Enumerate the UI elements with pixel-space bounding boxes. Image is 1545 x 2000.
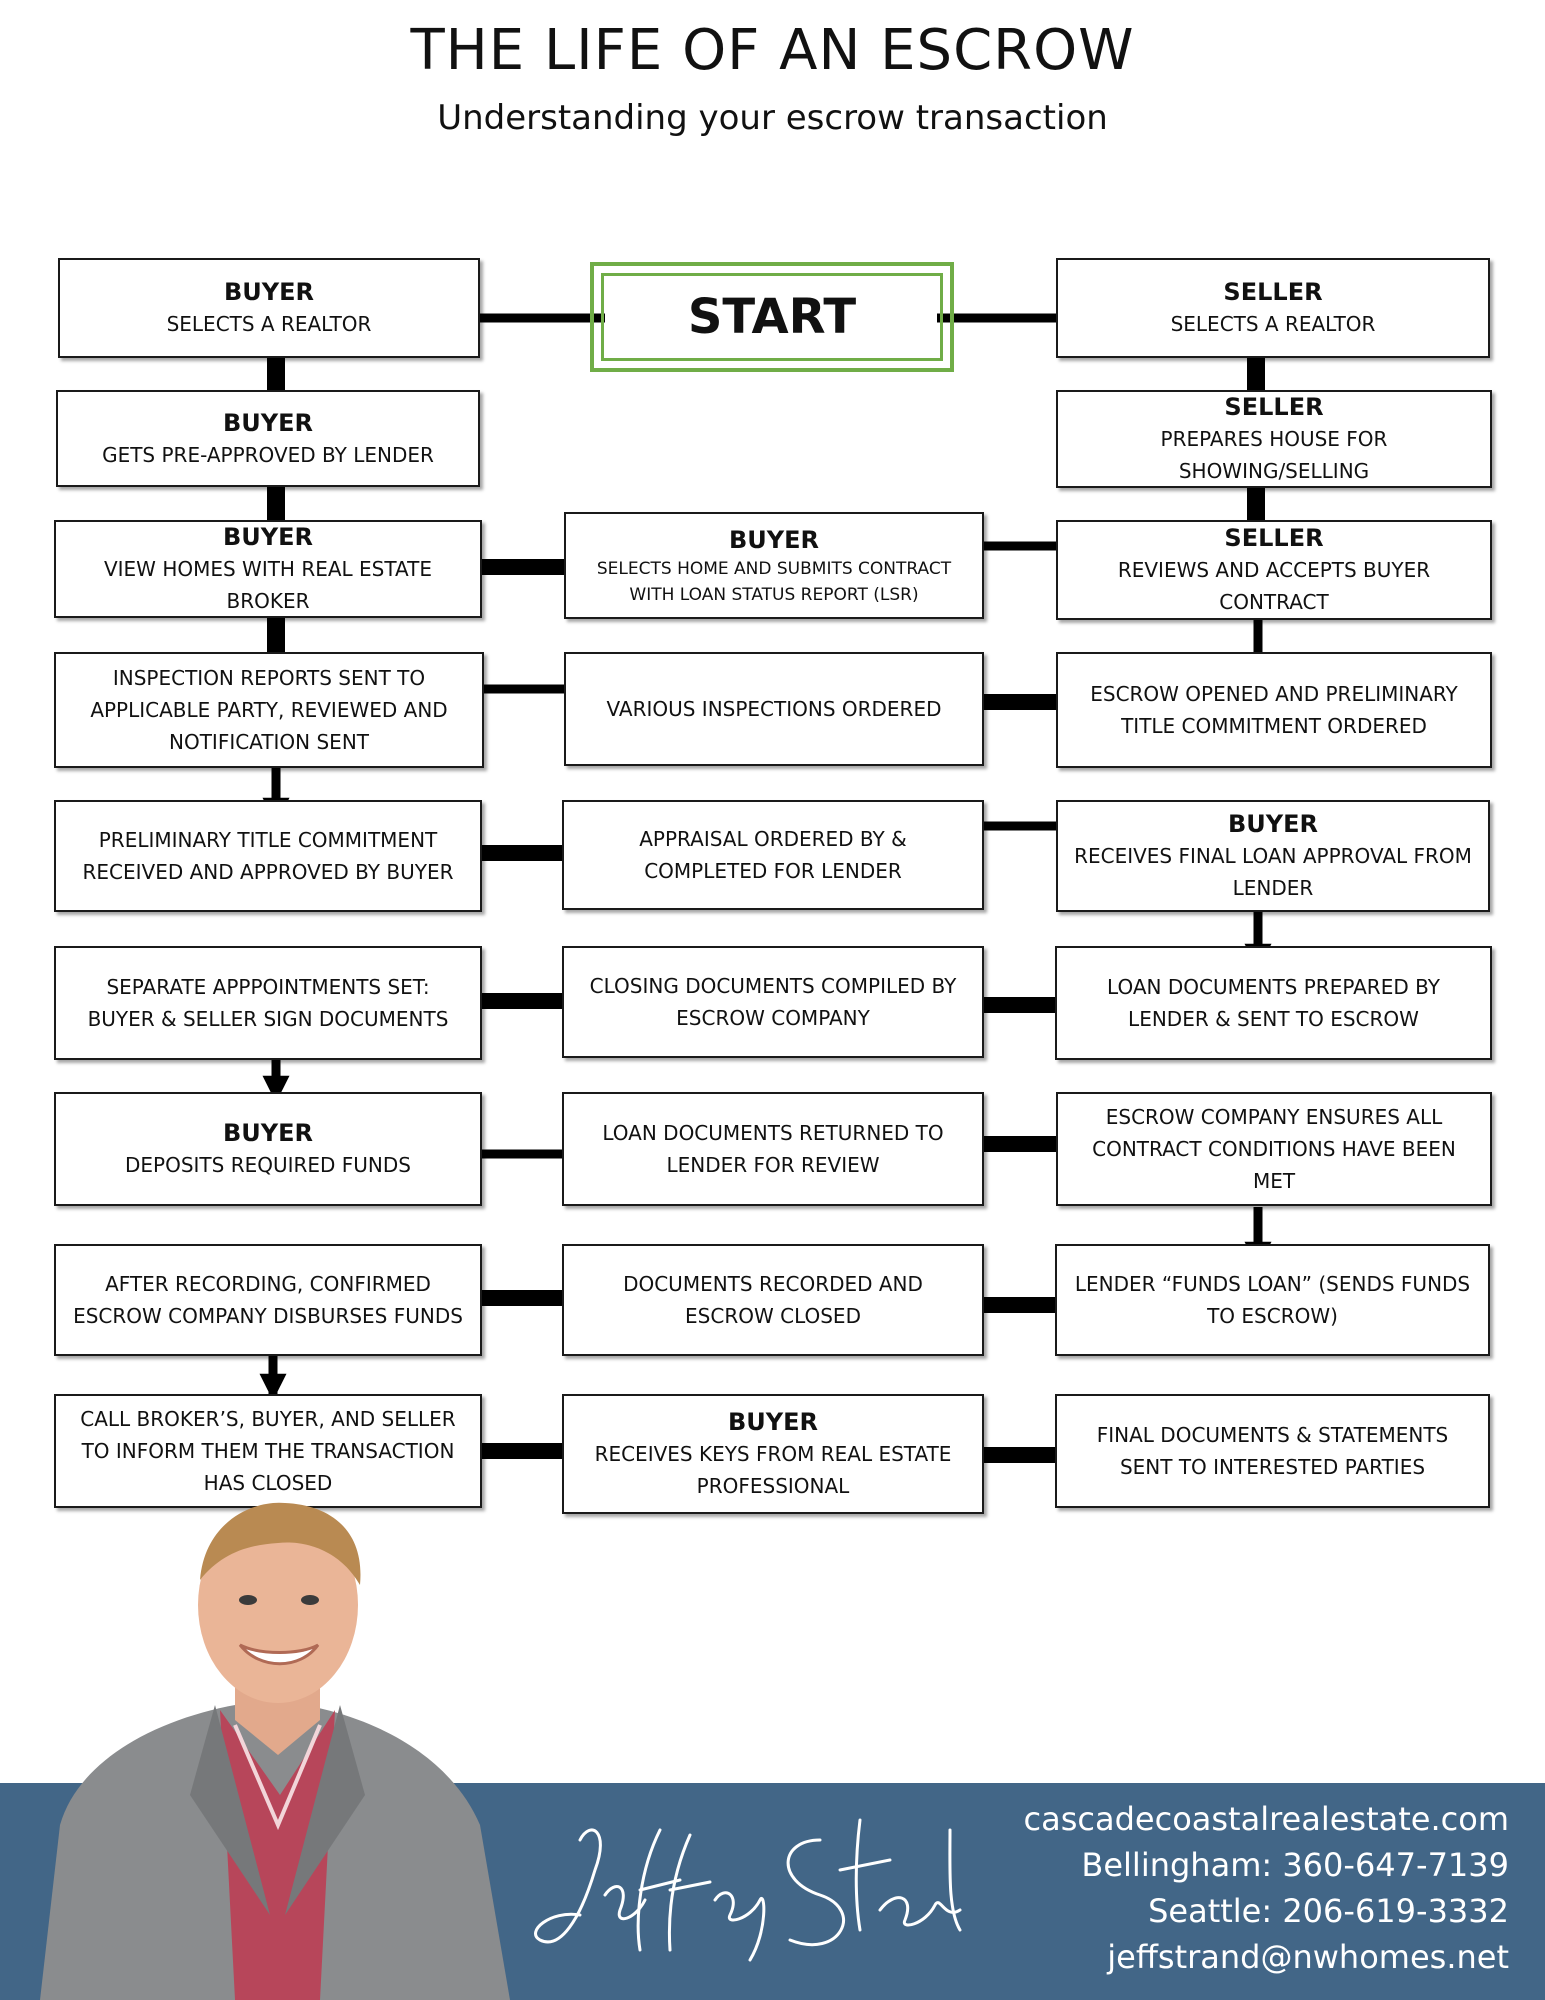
box-text: RECEIVES KEYS FROM REAL ESTATE PROFESSIO…: [594, 1442, 952, 1498]
connector: [267, 487, 285, 520]
connector: [267, 358, 285, 390]
buyer-deposits-box: BUYER DEPOSITS REQUIRED FUNDS: [54, 1092, 482, 1206]
final-documents-box: FINAL DOCUMENTS & STATEMENTS SENT TO INT…: [1055, 1394, 1490, 1508]
agent-portrait: [40, 1502, 510, 2000]
box-text: FINAL DOCUMENTS & STATEMENTS SENT TO INT…: [1096, 1423, 1449, 1479]
box-text: SELECTS A REALTOR: [1170, 312, 1376, 336]
escrow-opened-box: ESCROW OPENED AND PRELIMINARY TITLE COMM…: [1056, 652, 1492, 768]
funds-loan-box: LENDER “FUNDS LOAN” (SENDS FUNDS TO ESCR…: [1055, 1244, 1490, 1356]
box-heading: SELLER: [1223, 278, 1323, 306]
box-heading: BUYER: [223, 278, 315, 306]
connector: [480, 845, 564, 861]
seller-prepares-box: SELLER PREPARES HOUSE FOR SHOWING/SELLIN…: [1056, 390, 1492, 488]
box-text: VIEW HOMES WITH REAL ESTATE BROKER: [103, 557, 433, 613]
box-text: GETS PRE-APPROVED BY LENDER: [102, 442, 434, 467]
box-heading: BUYER: [222, 1119, 314, 1147]
box-heading: BUYER: [222, 408, 314, 437]
receives-keys-box: BUYER RECEIVES KEYS FROM REAL ESTATE PRO…: [562, 1394, 984, 1514]
connector: [267, 618, 285, 652]
box-heading: SELLER: [1224, 524, 1324, 552]
box-text: INSPECTION REPORTS SENT TO APPLICABLE PA…: [90, 666, 448, 754]
box-text: DEPOSITS REQUIRED FUNDS: [124, 1153, 411, 1177]
documents-recorded-box: DOCUMENTS RECORDED AND ESCROW CLOSED: [562, 1244, 984, 1356]
box-text: LOAN DOCUMENTS RETURNED TO LENDER FOR RE…: [602, 1121, 944, 1177]
appraisal-box: APPRAISAL ORDERED BY & COMPLETED FOR LEN…: [562, 800, 984, 910]
box-text: SEPARATE APPPOINTMENTS SET: BUYER & SELL…: [87, 975, 449, 1031]
box-heading: BUYER: [727, 1408, 819, 1436]
start-box: START: [590, 262, 954, 372]
disburses-funds-box: AFTER RECORDING, CONFIRMED ESCROW COMPAN…: [54, 1244, 482, 1356]
buyer-selects-home-box: BUYER SELECTS HOME AND SUBMITS CONTRACT …: [564, 512, 984, 619]
buyer-view-homes-box: BUYER VIEW HOMES WITH REAL ESTATE BROKER: [54, 520, 482, 618]
box-text: PRELIMINARY TITLE COMMITMENT RECEIVED AN…: [82, 828, 454, 884]
inspections-ordered-box: VARIOUS INSPECTIONS ORDERED: [564, 652, 984, 766]
box-text: LOAN DOCUMENTS PREPARED BY LENDER & SENT…: [1107, 975, 1440, 1031]
agent-signature: [534, 1818, 962, 1962]
loan-docs-returned-box: LOAN DOCUMENTS RETURNED TO LENDER FOR RE…: [562, 1092, 984, 1206]
box-heading: BUYER: [222, 523, 314, 551]
seller-selects-realtor-box: SELLER SELECTS A REALTOR: [1056, 258, 1490, 358]
buyer-selects-realtor-box: BUYER SELECTS A REALTOR: [58, 258, 480, 358]
box-text: AFTER RECORDING, CONFIRMED ESCROW COMPAN…: [73, 1272, 463, 1328]
connector: [983, 694, 1057, 710]
final-loan-approval-box: BUYER RECEIVES FINAL LOAN APPROVAL FROM …: [1056, 800, 1490, 912]
box-text: SELECTS HOME AND SUBMITS CONTRACT WITH L…: [596, 558, 952, 605]
box-text: ESCROW COMPANY ENSURES ALL CONTRACT COND…: [1092, 1105, 1456, 1193]
email-link[interactable]: jeffstrand@nwhomes.net: [1107, 1938, 1509, 1976]
box-text: PREPARES HOUSE FOR SHOWING/SELLING: [1160, 427, 1388, 483]
connector: [983, 1447, 1055, 1463]
closing-documents-box: CLOSING DOCUMENTS COMPILED BY ESCROW COM…: [562, 946, 984, 1058]
conditions-met-box: ESCROW COMPANY ENSURES ALL CONTRACT COND…: [1056, 1092, 1492, 1206]
connector: [983, 1297, 1055, 1313]
bellingham-phone: Bellingham: 360-647-7139: [1081, 1846, 1509, 1884]
box-text: VARIOUS INSPECTIONS ORDERED: [606, 697, 942, 721]
box-text: ESCROW OPENED AND PRELIMINARY TITLE COMM…: [1090, 682, 1458, 738]
inspection-reports-box: INSPECTION REPORTS SENT TO APPLICABLE PA…: [54, 652, 484, 768]
box-text: APPRAISAL ORDERED BY & COMPLETED FOR LEN…: [639, 827, 907, 883]
buyer-preapproved-box: BUYER GETS PRE-APPROVED BY LENDER: [56, 390, 480, 487]
page-subtitle: Understanding your escrow transaction: [437, 98, 1108, 138]
prelim-title-box: PRELIMINARY TITLE COMMITMENT RECEIVED AN…: [54, 800, 482, 912]
connector: [1247, 358, 1265, 390]
seller-reviews-box: SELLER REVIEWS AND ACCEPTS BUYER CONTRAC…: [1056, 520, 1492, 620]
connector: [983, 1136, 1057, 1152]
seattle-phone: Seattle: 206-619-3332: [1148, 1892, 1509, 1930]
box-heading: SELLER: [1224, 393, 1324, 421]
loan-docs-prepared-box: LOAN DOCUMENTS PREPARED BY LENDER & SENT…: [1055, 946, 1492, 1060]
page-title: THE LIFE OF AN ESCROW: [410, 18, 1135, 83]
box-text: DOCUMENTS RECORDED AND ESCROW CLOSED: [623, 1272, 923, 1328]
website-link[interactable]: cascadecoastalrealestate.com: [1023, 1800, 1509, 1838]
box-text: SELECTS A REALTOR: [166, 312, 372, 336]
box-text: RECEIVES FINAL LOAN APPROVAL FROM LENDER: [1074, 844, 1472, 900]
call-brokers-box: CALL BROKER’S, BUYER, AND SELLER TO INFO…: [54, 1394, 482, 1508]
connector: [480, 1290, 564, 1306]
box-text: CALL BROKER’S, BUYER, AND SELLER TO INFO…: [80, 1407, 456, 1495]
connector: [480, 993, 564, 1009]
box-heading: BUYER: [728, 525, 820, 554]
box-text: LENDER “FUNDS LOAN” (SENDS FUNDS TO ESCR…: [1074, 1272, 1471, 1328]
box-heading: BUYER: [1227, 810, 1319, 838]
box-text: CLOSING DOCUMENTS COMPILED BY ESCROW COM…: [589, 974, 957, 1030]
connector: [1247, 488, 1265, 520]
contact-block: cascadecoastalrealestate.com Bellingham:…: [1024, 1796, 1509, 1980]
connector: [480, 1443, 564, 1459]
box-text: REVIEWS AND ACCEPTS BUYER CONTRACT: [1117, 558, 1431, 614]
connector: [480, 559, 564, 575]
connector: [983, 997, 1055, 1013]
appointments-box: SEPARATE APPPOINTMENTS SET: BUYER & SELL…: [54, 946, 482, 1060]
